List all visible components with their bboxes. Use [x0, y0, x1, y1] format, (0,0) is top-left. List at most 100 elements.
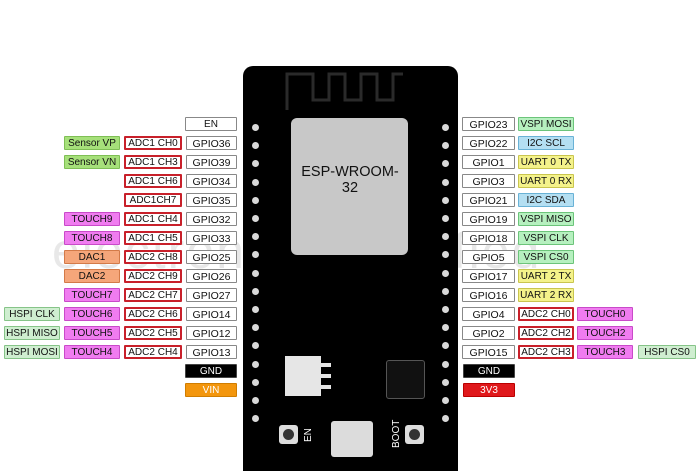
- pin-label-vin: VIN: [185, 383, 237, 397]
- pin-label-adc2-ch2: ADC2 CH2: [518, 326, 574, 340]
- wroom-shield-can: [291, 118, 408, 255]
- chip-name-label: ESP-WROOM-32: [301, 164, 399, 196]
- header-pin-pad: [442, 378, 449, 386]
- pin-label-gpio17: GPIO17: [462, 269, 515, 283]
- pin-label-sensor-vn: Sensor VN: [64, 155, 120, 169]
- pin-label-hspi-clk: HSPI CLK: [4, 307, 60, 321]
- header-pin-pad: [442, 160, 449, 168]
- boot-button[interactable]: [405, 425, 424, 444]
- header-pin-pad: [252, 142, 259, 150]
- pin-label-touch5: TOUCH5: [64, 326, 120, 340]
- header-pin-pad: [252, 306, 259, 313]
- pin-label-i2c-sda: I2C SDA: [518, 193, 574, 207]
- header-pin-pad: [252, 215, 259, 222]
- pin-label-hspi-mosi: HSPI MOSI: [4, 345, 60, 359]
- pin-label-sensor-vp: Sensor VP: [64, 136, 120, 150]
- header-pin-pad: [252, 269, 259, 277]
- header-pin-pad: [252, 415, 259, 423]
- pin-label-gpio15: GPIO15: [462, 345, 515, 359]
- pin-label-gpio36: GPIO36: [186, 136, 237, 150]
- micro-usb-port: [331, 421, 373, 457]
- pin-label-gpio1: GPIO1: [462, 155, 515, 169]
- pin-label-adc2-ch6: ADC2 CH6: [124, 307, 182, 321]
- pin-label-vspi-mosi: VSPI MOSI: [518, 117, 574, 131]
- voltage-regulator: [285, 356, 321, 396]
- pin-label-gpio4: GPIO4: [462, 307, 515, 321]
- pin-label-touch3: TOUCH3: [577, 345, 633, 359]
- pin-label-gpio27: GPIO27: [186, 288, 237, 302]
- pin-label-gpio22: GPIO22: [462, 136, 515, 150]
- pin-label-gpio16: GPIO16: [462, 288, 515, 302]
- pin-label-touch0: TOUCH0: [577, 307, 633, 321]
- pin-label-gpio21: GPIO21: [462, 193, 515, 207]
- header-pin-pad: [442, 215, 449, 222]
- boot-button-label: BOOT: [391, 419, 402, 448]
- header-pin-pad: [252, 196, 259, 204]
- header-pin-pad: [252, 324, 259, 332]
- header-pin-pad: [252, 360, 259, 368]
- pin-label-touch8: TOUCH8: [64, 231, 120, 245]
- pin-label-gpio3: GPIO3: [462, 174, 515, 188]
- pin-label-touch6: TOUCH6: [64, 307, 120, 321]
- header-pin-pad: [252, 178, 259, 186]
- pin-label-touch7: TOUCH7: [64, 288, 120, 302]
- pin-label-adc1-ch6: ADC1 CH6: [124, 174, 182, 188]
- en-button-label: EN: [303, 428, 314, 442]
- pin-label-i2c-scl: I2C SCL: [518, 136, 574, 150]
- header-pin-pad: [442, 124, 449, 131]
- pin-label-adc2-ch0: ADC2 CH0: [518, 307, 574, 321]
- pin-label-gpio13: GPIO13: [186, 345, 237, 359]
- pin-label-uart-2-rx: UART 2 RX: [518, 288, 574, 302]
- pin-label-adc1-ch3: ADC1 CH3: [124, 155, 182, 169]
- pin-label-adc1ch7: ADC1CH7: [124, 193, 182, 207]
- en-button[interactable]: [279, 425, 298, 444]
- header-pin-pad: [252, 342, 259, 350]
- pin-label-en: EN: [185, 117, 237, 131]
- header-pin-pad: [442, 306, 449, 313]
- header-pin-pad: [252, 397, 259, 404]
- pin-label-adc2-ch9: ADC2 CH9: [124, 269, 182, 283]
- pin-label-gpio35: GPIO35: [186, 193, 237, 207]
- pin-label-adc1-ch0: ADC1 CH0: [124, 136, 182, 150]
- pin-label-gpio12: GPIO12: [186, 326, 237, 340]
- header-pin-pad: [442, 178, 449, 186]
- header-pin-pad: [442, 287, 449, 295]
- pin-label-hspi-cs0: HSPI CS0: [638, 345, 696, 359]
- pin-label-uart-0-rx: UART 0 RX: [518, 174, 574, 188]
- regulator-pin: [321, 363, 331, 367]
- header-pin-pad: [252, 124, 259, 131]
- pin-label-adc2-ch7: ADC2 CH7: [124, 288, 182, 302]
- header-pin-pad: [442, 415, 449, 423]
- pin-label-adc2-ch3: ADC2 CH3: [518, 345, 574, 359]
- header-pin-pad: [252, 287, 259, 295]
- pin-label-vspi-miso: VSPI MISO: [518, 212, 574, 226]
- header-pin-pad: [442, 342, 449, 350]
- pin-label-gpio32: GPIO32: [186, 212, 237, 226]
- pin-label-uart-2-tx: UART 2 TX: [518, 269, 574, 283]
- pin-label-adc2-ch8: ADC2 CH8: [124, 250, 182, 264]
- header-pin-pad: [442, 324, 449, 332]
- header-pin-pad: [442, 251, 449, 259]
- header-pin-pad: [442, 142, 449, 150]
- header-pin-pad: [252, 378, 259, 386]
- pin-label-gpio39: GPIO39: [186, 155, 237, 169]
- header-pin-pad: [252, 233, 259, 241]
- header-pin-pad: [442, 196, 449, 204]
- pin-label-gnd: GND: [185, 364, 237, 378]
- pin-label-dac1: DAC1: [64, 250, 120, 264]
- pin-label-gpio14: GPIO14: [186, 307, 237, 321]
- pin-label-gpio18: GPIO18: [462, 231, 515, 245]
- header-pin-pad: [442, 233, 449, 241]
- pin-label-hspi-miso: HSPI MISO: [4, 326, 60, 340]
- header-pin-pad: [442, 397, 449, 404]
- pin-label-touch2: TOUCH2: [577, 326, 633, 340]
- pin-label-adc1-ch4: ADC1 CH4: [124, 212, 182, 226]
- pin-label-gpio2: GPIO2: [462, 326, 515, 340]
- pin-label-adc2-ch4: ADC2 CH4: [124, 345, 182, 359]
- pin-label-adc1-ch5: ADC1 CH5: [124, 231, 182, 245]
- pin-label-gpio33: GPIO33: [186, 231, 237, 245]
- header-pin-pad: [442, 360, 449, 368]
- pin-label-gpio19: GPIO19: [462, 212, 515, 226]
- pin-label-gnd: GND: [463, 364, 515, 378]
- pin-label-gpio5: GPIO5: [462, 250, 515, 264]
